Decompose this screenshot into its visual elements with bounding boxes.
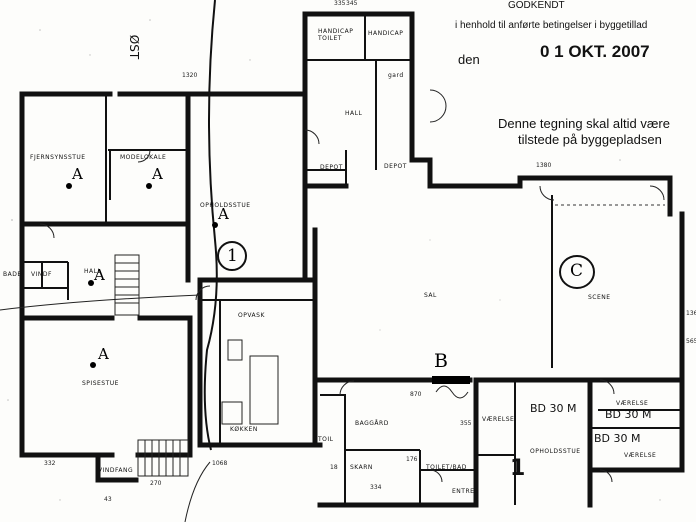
dimension-label: 565 [686, 338, 696, 345]
zone-marker-dot [90, 362, 96, 368]
room-depot-b: DEPOT [384, 163, 407, 170]
room-vaerelse-a: VÆRELSE [482, 416, 515, 423]
room-vindfang: VINDFANG [98, 467, 134, 474]
room-vindf: VINDF [31, 271, 52, 278]
room-skarn: SKARN [350, 464, 373, 471]
zone-a-opholdsstue: A [218, 205, 229, 223]
room-opholdsstue-top: OPHOLDSSTUE [200, 202, 251, 209]
room-opvask: OPVASK [238, 312, 265, 319]
room-fjernsynsstue: FJERNSYNSSTUE [30, 154, 86, 161]
dimension-label: 332 [44, 460, 56, 467]
room-spisestue: SPISESTUE [82, 380, 119, 387]
dimension-label: 1320 [182, 72, 198, 79]
room-hall-left: HALL [84, 268, 102, 275]
dimension-label: 335 [334, 0, 346, 7]
room-vaerelse-b: VÆRELSE [616, 400, 649, 407]
dimension-label: 345 [346, 0, 358, 7]
room-modelokale: MODELOKALE [120, 154, 167, 161]
zone-marker-dot [88, 280, 94, 286]
room-gard: gard [388, 72, 404, 79]
room-entre: ENTRE [452, 488, 475, 495]
dimension-label: 355 [460, 420, 472, 427]
zone-a-fjernsynsstue: A [72, 165, 83, 183]
room-vaerelse-c: VÆRELSE [624, 452, 657, 459]
room-toil: TOIL [318, 436, 334, 443]
room-kokken: KØKKEN [230, 426, 258, 433]
stamp-note-line1: Denne tegning skal altid være [498, 116, 670, 131]
room-bade: BADE [3, 271, 22, 278]
marker-1-low: 1 [510, 456, 526, 481]
room-handicap-2: HANDICAP [368, 30, 404, 37]
fire-rating-label: BD 30 M [605, 408, 652, 421]
approval-date-prefix: den [458, 52, 480, 67]
room-scene: SCENE [588, 294, 611, 301]
room-opholdsstue-low: OPHOLDSSTUE [530, 448, 581, 455]
approval-date: 0 1 OKT. 2007 [540, 42, 650, 61]
dimension-label: 270 [150, 480, 162, 487]
stamp-note-line2: tilstede på byggepladsen [518, 132, 662, 147]
approval-stamp-title: GODKENDT [508, 0, 565, 11]
zone-a-modelokale: A [152, 165, 163, 183]
room-toilet-bad: TOILET/BAD [426, 464, 467, 471]
room-baggard: BAGGÅRD [355, 420, 389, 427]
fire-rating-label: BD 30 M [530, 402, 577, 415]
dimension-label: 176 [406, 456, 418, 463]
dimension-label: 870 [410, 391, 422, 398]
dimension-label: 18 [330, 464, 338, 471]
room-depot-a: DEPOT [320, 164, 343, 171]
room-hall-north: HALL [345, 110, 363, 117]
marker-1-circle: 1 [227, 246, 238, 266]
room-sal: SAL [424, 292, 437, 299]
zone-marker-dot [146, 183, 152, 189]
zone-b-label: B [434, 350, 448, 372]
zone-a-spisestue: A [98, 345, 109, 363]
dimension-label: 1068 [212, 460, 228, 467]
dimension-label: 334 [370, 484, 382, 491]
zone-a-hall: A [94, 266, 105, 284]
room-handicap-toilet: HANDICAP TOILET [318, 28, 354, 42]
approval-stamp-subtitle: i henhold til anførte betingelser i bygg… [455, 20, 648, 31]
dimension-label: 136 [686, 310, 696, 317]
compass-label: ØST [127, 34, 142, 60]
dimension-label: 1380 [536, 162, 552, 169]
zone-marker-dot [212, 222, 218, 228]
fire-rating-label: BD 30 M [594, 432, 641, 445]
zone-marker-dot [66, 183, 72, 189]
zone-c-label: C [570, 261, 584, 281]
dimension-label: 43 [104, 496, 112, 503]
